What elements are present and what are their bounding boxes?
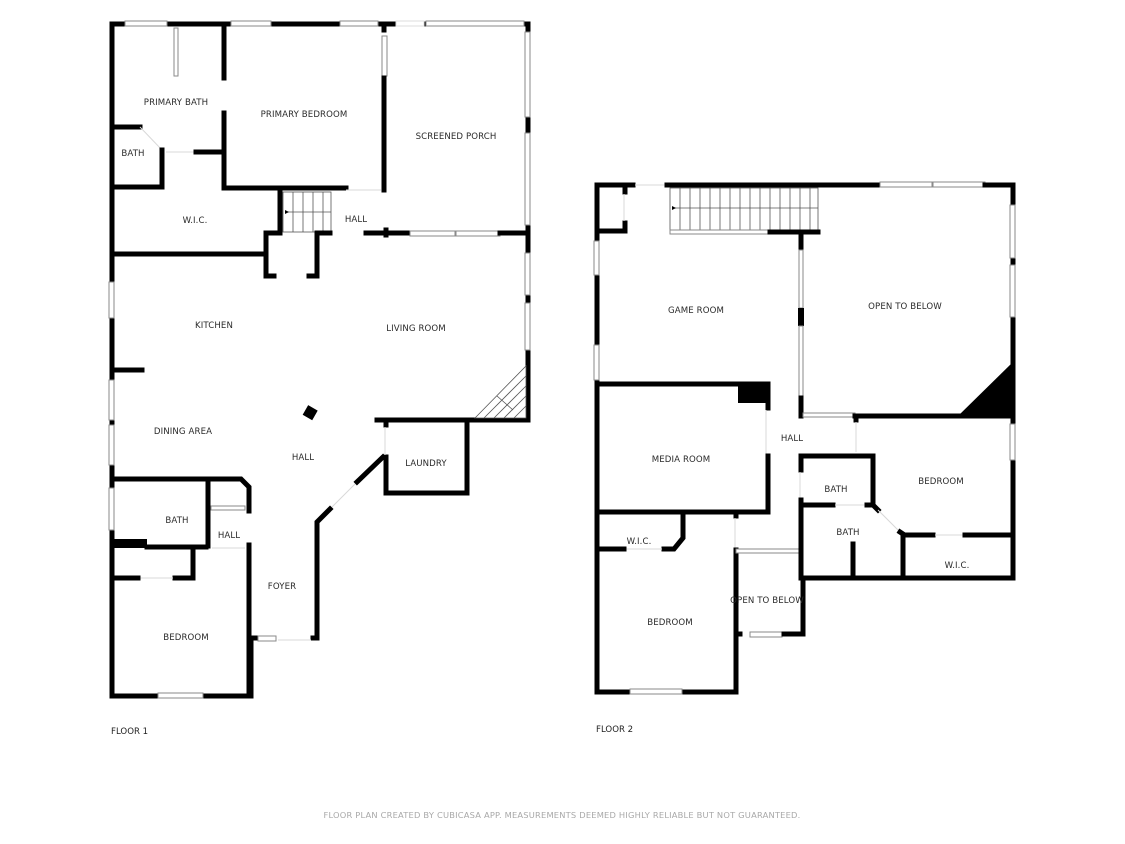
open-to-below-corner — [958, 362, 1013, 416]
room-label-bath: BATH — [824, 485, 847, 495]
room-label-bath: BATH — [121, 149, 144, 159]
room-label-hall: HALL — [781, 434, 803, 444]
fireplace-icon — [474, 365, 527, 419]
room-label-wic: W.I.C. — [945, 561, 970, 571]
room-label-dining-area: DINING AREA — [154, 427, 212, 437]
room-label-primary-bedroom: PRIMARY BEDROOM — [261, 110, 348, 120]
room-label-laundry: LAUNDRY — [405, 459, 447, 469]
room-label-foyer: FOYER — [268, 582, 296, 592]
room-label-open-to-below: OPEN TO BELOW — [730, 596, 804, 606]
room-label-bath: BATH — [836, 528, 859, 538]
room-label-bedroom: BEDROOM — [647, 618, 693, 628]
room-label-screened-porch: SCREENED PORCH — [416, 132, 497, 142]
room-label-wic: W.I.C. — [627, 537, 652, 547]
room-label-wic: W.I.C. — [183, 216, 208, 226]
room-label-primary-bath: PRIMARY BATH — [144, 98, 208, 108]
room-label-hall: HALL — [345, 215, 367, 225]
room-label-bath: BATH — [165, 516, 188, 526]
floor-2-label: FLOOR 2 — [596, 725, 633, 735]
column-icon — [302, 405, 318, 421]
room-label-hall: HALL — [292, 453, 314, 463]
room-label-living-room: LIVING ROOM — [386, 324, 446, 334]
floor-1-label: FLOOR 1 — [111, 727, 148, 737]
room-label-bedroom: BEDROOM — [163, 633, 209, 643]
floor-2-plan — [593, 181, 1016, 695]
stairs-icon — [282, 191, 332, 233]
room-label-open-to-below: OPEN TO BELOW — [868, 302, 942, 312]
disclaimer-text: FLOOR PLAN CREATED BY CUBICASA APP. MEAS… — [324, 810, 801, 820]
stairs-icon — [669, 187, 819, 231]
room-label-game-room: GAME ROOM — [668, 306, 724, 316]
floor-1-plan — [108, 20, 531, 699]
room-label-media-room: MEDIA ROOM — [652, 455, 711, 465]
room-label-hall: HALL — [218, 531, 240, 541]
room-label-bedroom: BEDROOM — [918, 477, 964, 487]
room-label-kitchen: KITCHEN — [195, 321, 233, 331]
